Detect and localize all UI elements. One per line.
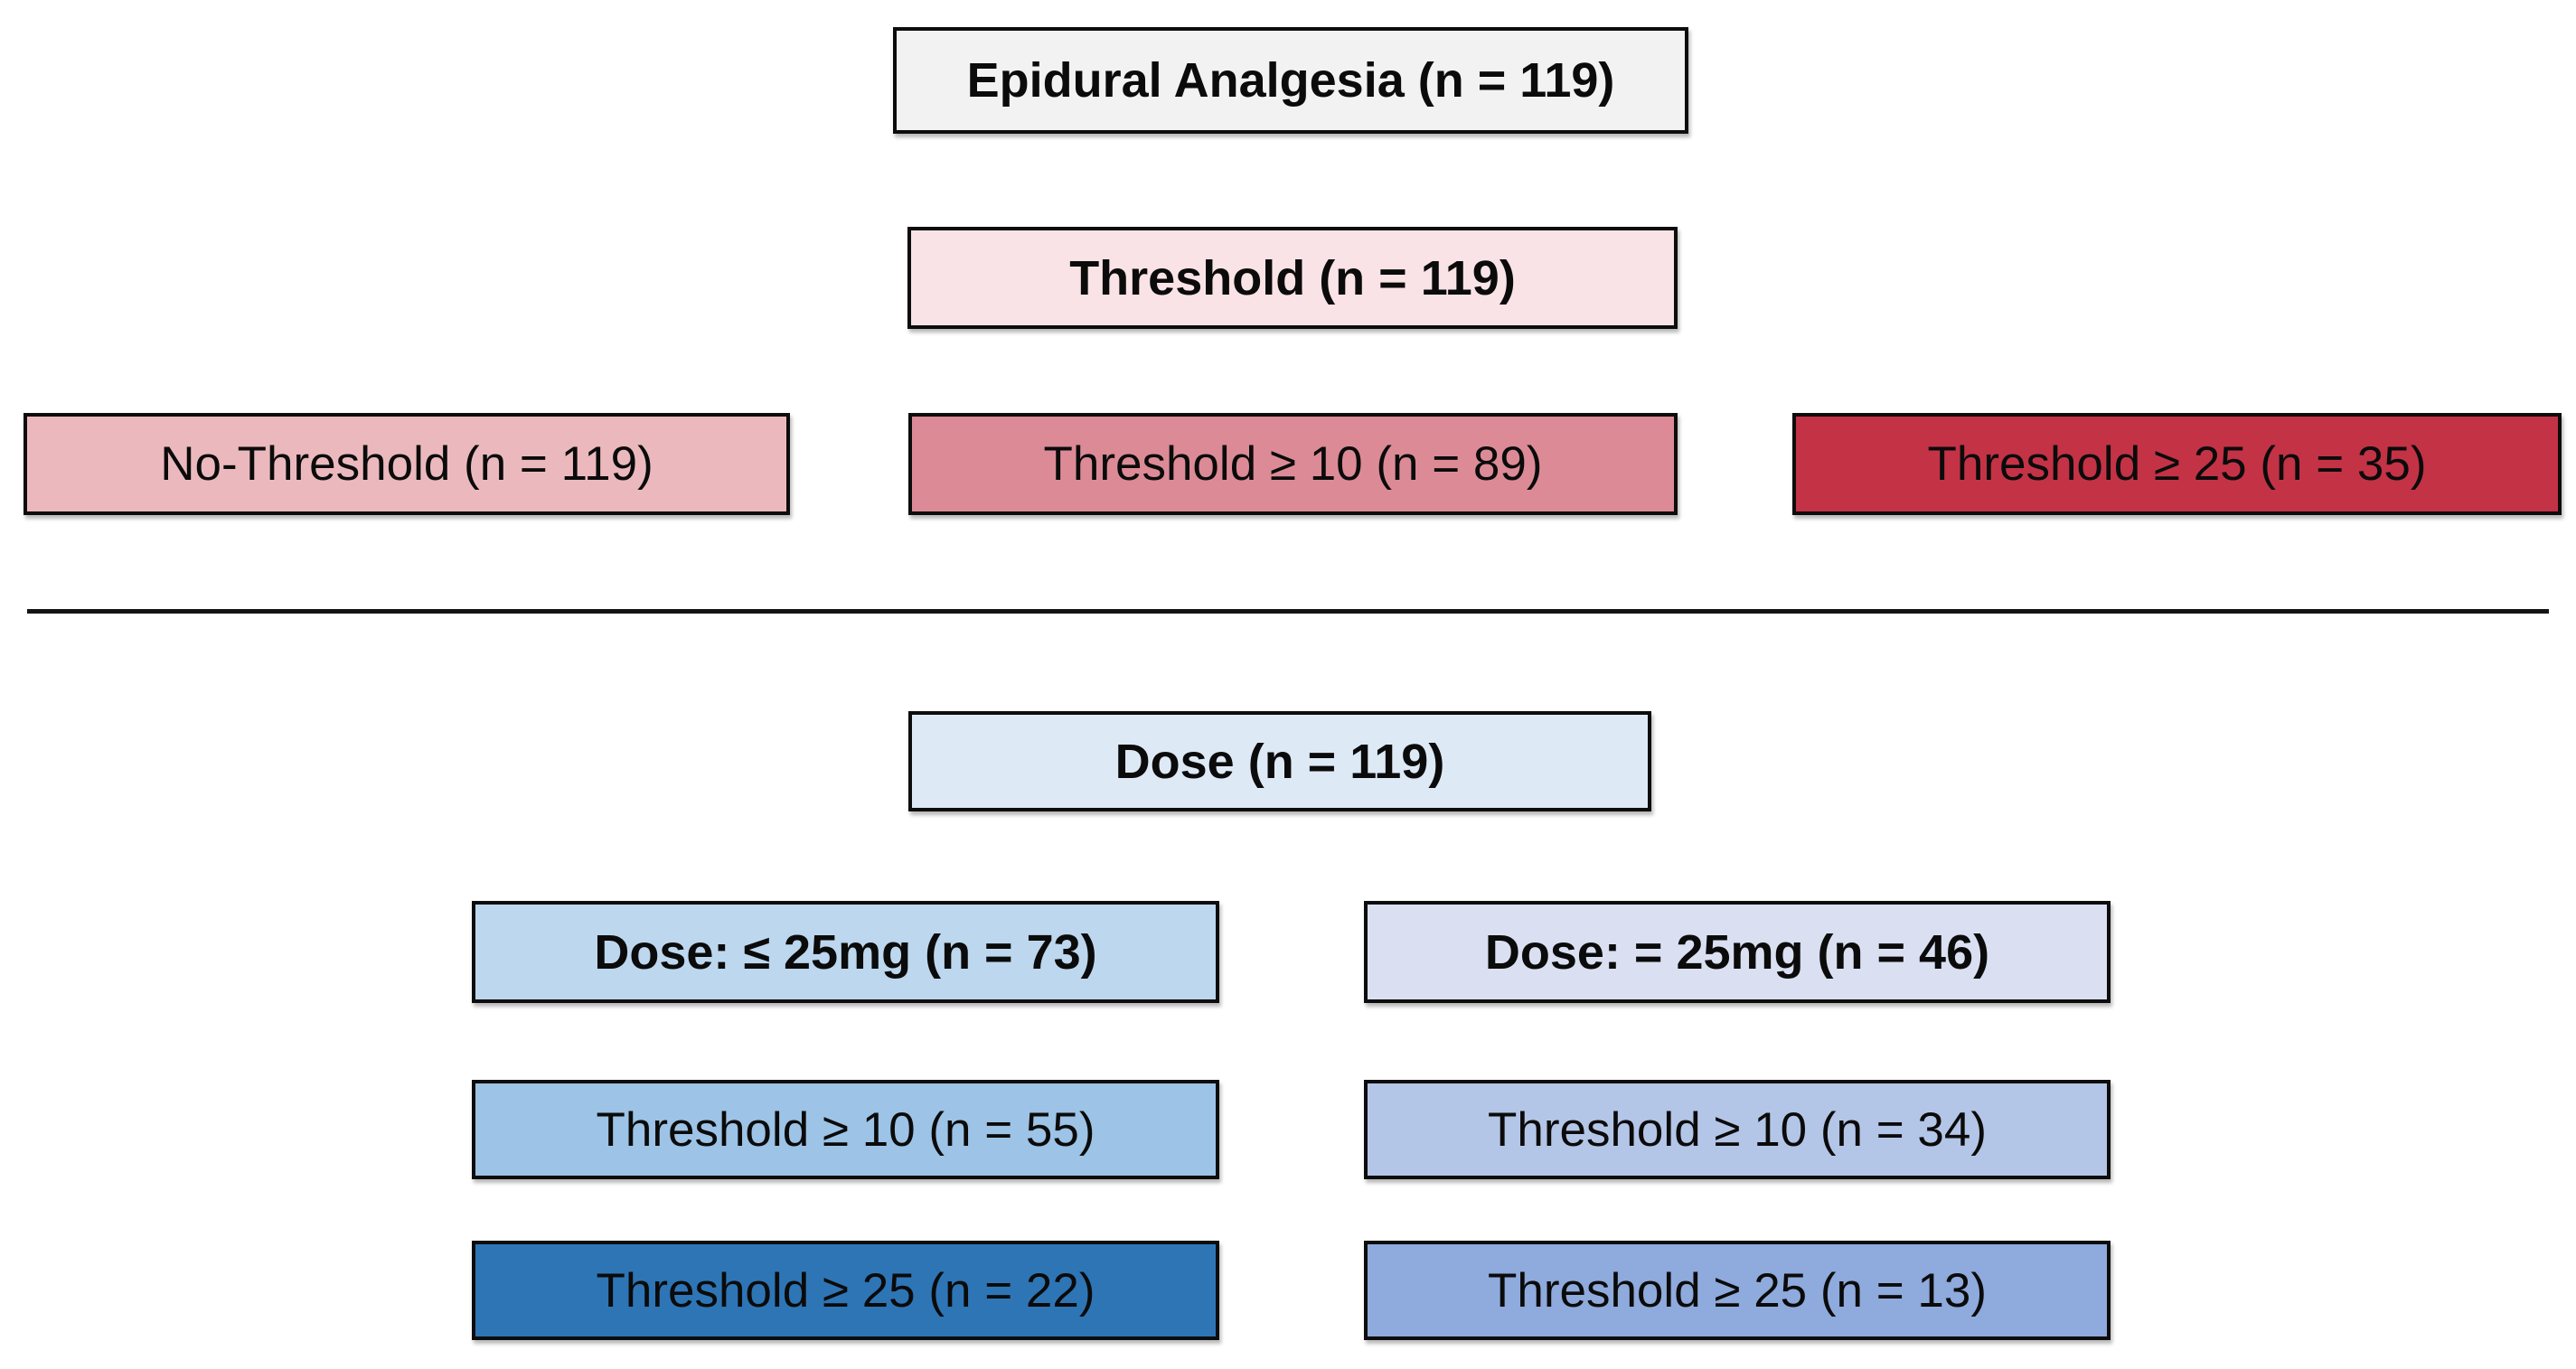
node-dose-eq25-threshold-ge25: Threshold ≥ 25 (n = 13) — [1364, 1241, 2111, 1340]
node-epidural-analgesia-total: Epidural Analgesia (n = 119) — [893, 27, 1688, 134]
node-no-threshold: No-Threshold (n = 119) — [24, 413, 790, 515]
node-dose-eq25mg: Dose: = 25mg (n = 46) — [1364, 901, 2111, 1003]
node-dose-eq25-threshold-ge10: Threshold ≥ 10 (n = 34) — [1364, 1080, 2111, 1179]
node-dose-group-header: Dose (n = 119) — [908, 711, 1651, 811]
node-dose-le25mg: Dose: ≤ 25mg (n = 73) — [472, 901, 1219, 1003]
node-threshold-ge10-total: Threshold ≥ 10 (n = 89) — [908, 413, 1678, 515]
node-dose-le25-threshold-ge25: Threshold ≥ 25 (n = 22) — [472, 1241, 1219, 1340]
section-divider-line — [27, 609, 2549, 614]
node-threshold-group-header: Threshold (n = 119) — [907, 227, 1678, 329]
node-dose-le25-threshold-ge10: Threshold ≥ 10 (n = 55) — [472, 1080, 1219, 1179]
node-threshold-ge25-total: Threshold ≥ 25 (n = 35) — [1792, 413, 2562, 515]
